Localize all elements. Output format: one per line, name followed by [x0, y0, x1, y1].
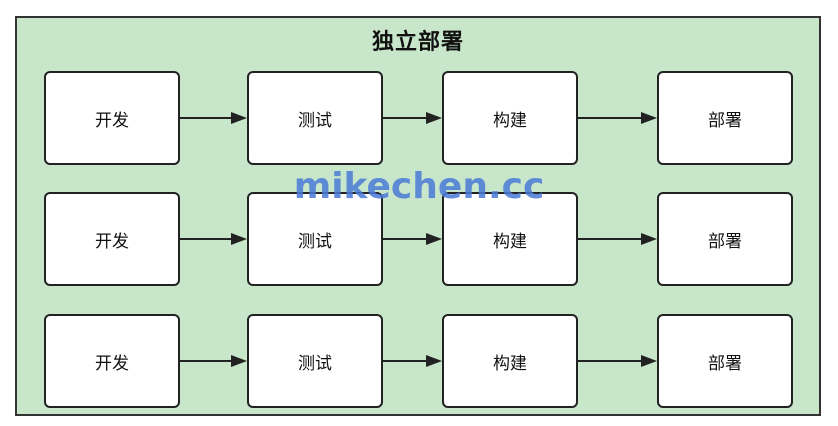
- step-label: 测试: [298, 110, 332, 131]
- step-box-build-row-2: 构建: [442, 192, 578, 286]
- step-box-deploy-row-2: 部署: [657, 192, 793, 286]
- arrow-head-icon: [641, 355, 657, 367]
- step-label: 部署: [708, 110, 742, 131]
- step-label: 测试: [298, 353, 332, 374]
- step-box-test-row-3: 测试: [247, 314, 383, 408]
- step-box-develop-row-3: 开发: [44, 314, 180, 408]
- step-label: 测试: [298, 231, 332, 252]
- step-label: 构建: [493, 110, 527, 131]
- step-label: 部署: [708, 353, 742, 374]
- step-box-test-row-1: 测试: [247, 71, 383, 165]
- arrow-head-icon: [426, 112, 442, 124]
- step-label: 构建: [493, 353, 527, 374]
- arrow-head-icon: [641, 233, 657, 245]
- step-box-build-row-1: 构建: [442, 71, 578, 165]
- arrow-head-icon: [641, 112, 657, 124]
- step-box-deploy-row-3: 部署: [657, 314, 793, 408]
- arrow-head-icon: [426, 355, 442, 367]
- arrow-head-icon: [231, 355, 247, 367]
- step-box-test-row-2: 测试: [247, 192, 383, 286]
- step-label: 开发: [95, 110, 129, 131]
- step-box-build-row-3: 构建: [442, 314, 578, 408]
- step-box-develop-row-1: 开发: [44, 71, 180, 165]
- step-label: 开发: [95, 231, 129, 252]
- arrow-head-icon: [231, 112, 247, 124]
- step-label: 开发: [95, 353, 129, 374]
- step-box-deploy-row-1: 部署: [657, 71, 793, 165]
- step-box-develop-row-2: 开发: [44, 192, 180, 286]
- step-label: 部署: [708, 231, 742, 252]
- step-label: 构建: [493, 231, 527, 252]
- arrow-head-icon: [426, 233, 442, 245]
- arrow-head-icon: [231, 233, 247, 245]
- diagram-title: 独立部署: [371, 30, 464, 55]
